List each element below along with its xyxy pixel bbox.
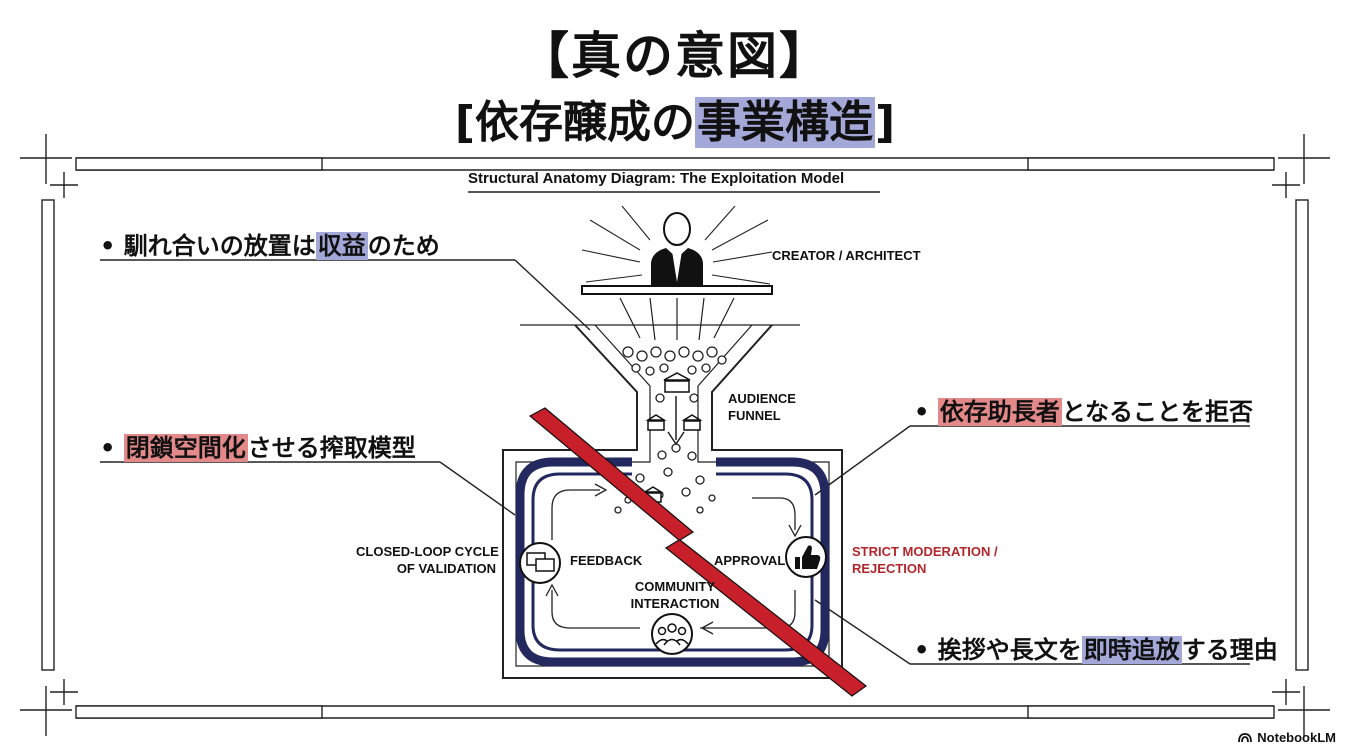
bullet-closed-space: • 閉鎖空間化させる搾取模型 — [100, 428, 416, 463]
brand-badge: NotebookLM — [1238, 730, 1336, 745]
label-strict-moderation: STRICT MODERATION / REJECTION — [852, 543, 998, 577]
bullet-3-highlight: 依存助長者 — [937, 398, 1062, 426]
bullet-refuse-dependency: • 依存助長者となることを拒否 — [914, 392, 1253, 427]
label-approval: APPROVAL — [714, 553, 786, 568]
feedback-icon — [519, 542, 561, 584]
page-title: 【真の意図】 — [519, 27, 831, 85]
bullet-revenue: • 馴れ合いの放置は収益のため — [100, 226, 440, 261]
community-icon — [651, 613, 693, 655]
label-community-line2: INTERACTION — [630, 596, 720, 611]
bullet-4-highlight: 即時追放 — [1081, 636, 1182, 664]
bullet-4-text: • 挨拶や長文を — [914, 636, 1082, 664]
label-audience-funnel: AUDIENCE FUNNEL — [728, 390, 796, 424]
subtitle-highlight: 事業構造 — [695, 97, 875, 148]
building-icon — [642, 372, 703, 503]
subtitle-post: ] — [875, 97, 896, 148]
label-community-line1: COMMUNITY — [634, 579, 716, 594]
bullet-immediate-expulsion: • 挨拶や長文を即時追放する理由 — [914, 630, 1278, 665]
bullet-1-suffix: のため — [367, 232, 440, 260]
bullet-2-text: • — [100, 434, 124, 462]
bullet-3-text: • — [914, 398, 938, 426]
label-closed-line1: CLOSED-LOOP CYCLE — [356, 544, 499, 559]
brand-name: NotebookLM — [1257, 730, 1336, 745]
label-audience-line1: AUDIENCE — [728, 391, 796, 406]
label-creator: CREATOR / ARCHITECT — [772, 248, 921, 263]
bullet-1-highlight: 収益 — [315, 232, 368, 260]
page-subtitle: [依存醸成の事業構造] — [0, 86, 1350, 150]
label-audience-line2: FUNNEL — [728, 408, 781, 423]
diagram-title: Structural Anatomy Diagram: The Exploita… — [468, 170, 845, 187]
bullet-4-suffix: する理由 — [1181, 636, 1278, 664]
label-strict-line2: REJECTION — [852, 561, 927, 576]
label-closed-line2: OF VALIDATION — [396, 561, 496, 576]
bullet-2-highlight: 閉鎖空間化 — [123, 434, 248, 462]
label-strict-line1: STRICT MODERATION / — [852, 544, 998, 559]
label-closed-loop: CLOSED-LOOP CYCLE OF VALIDATION — [356, 543, 499, 577]
bullet-2-suffix: させる搾取模型 — [247, 434, 416, 462]
label-feedback: FEEDBACK — [570, 553, 643, 568]
thumbs-up-icon — [785, 536, 827, 578]
person-icon — [651, 212, 703, 285]
bullet-1-text: • 馴れ合いの放置は — [100, 232, 316, 260]
label-community: COMMUNITY INTERACTION — [620, 578, 730, 612]
notebooklm-logo-icon — [1238, 733, 1253, 743]
bullet-3-suffix: となることを拒否 — [1061, 398, 1253, 426]
subtitle-pre: [依存醸成の — [454, 97, 695, 148]
